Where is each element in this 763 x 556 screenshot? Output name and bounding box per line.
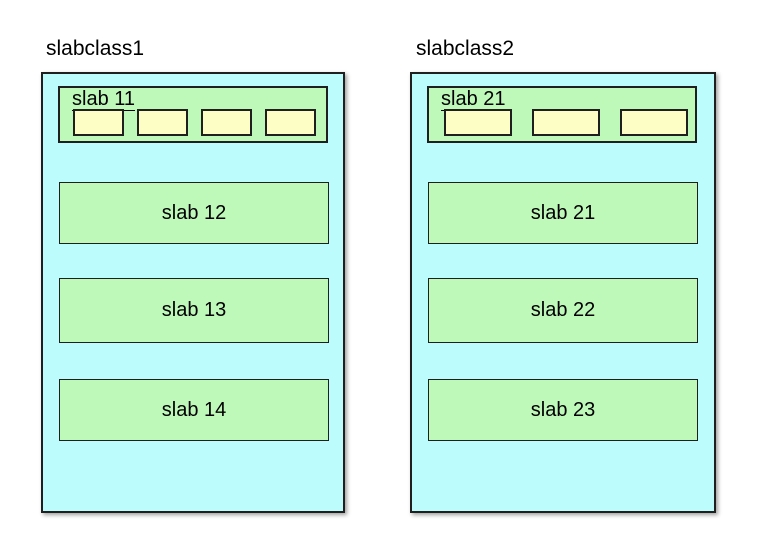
memory-chunk bbox=[201, 109, 252, 136]
slabclass-container: slab 21 slab 21 slab 22 slab 23 bbox=[410, 72, 716, 513]
chunk-row bbox=[73, 109, 316, 136]
memory-chunk bbox=[137, 109, 188, 136]
memory-chunk bbox=[620, 109, 688, 136]
slabclass-title: slabclass1 bbox=[46, 37, 145, 60]
slabclass-container: slab 11 slab 12 slab 13 slab 14 bbox=[41, 72, 345, 513]
header-slab: slab 21 bbox=[427, 86, 697, 143]
slab-label: slab 23 bbox=[530, 398, 596, 421]
slab-row: slab 21 bbox=[428, 182, 698, 244]
slab-row: slab 23 bbox=[428, 379, 698, 441]
slab-label: slab 21 bbox=[530, 201, 596, 224]
slab-label: slab 12 bbox=[161, 201, 227, 224]
chunk-row bbox=[444, 109, 688, 136]
slab-row: slab 22 bbox=[428, 278, 698, 343]
slab-label: slab 13 bbox=[161, 299, 227, 321]
slab-row: slab 13 bbox=[59, 278, 329, 343]
slab-row: slab 12 bbox=[59, 182, 329, 244]
header-slab: slab 11 bbox=[58, 86, 328, 143]
memory-chunk bbox=[265, 109, 316, 136]
slab-label: slab 22 bbox=[530, 299, 596, 321]
header-slab-label: slab 11 bbox=[72, 88, 136, 111]
memory-chunk bbox=[73, 109, 124, 136]
slab-row: slab 14 bbox=[59, 379, 329, 441]
slab-label: slab 14 bbox=[161, 398, 227, 421]
memory-chunk bbox=[444, 109, 512, 136]
memory-chunk bbox=[532, 109, 600, 136]
slabclass-title: slabclass2 bbox=[416, 37, 515, 60]
header-slab-label: slab 21 bbox=[441, 88, 506, 111]
